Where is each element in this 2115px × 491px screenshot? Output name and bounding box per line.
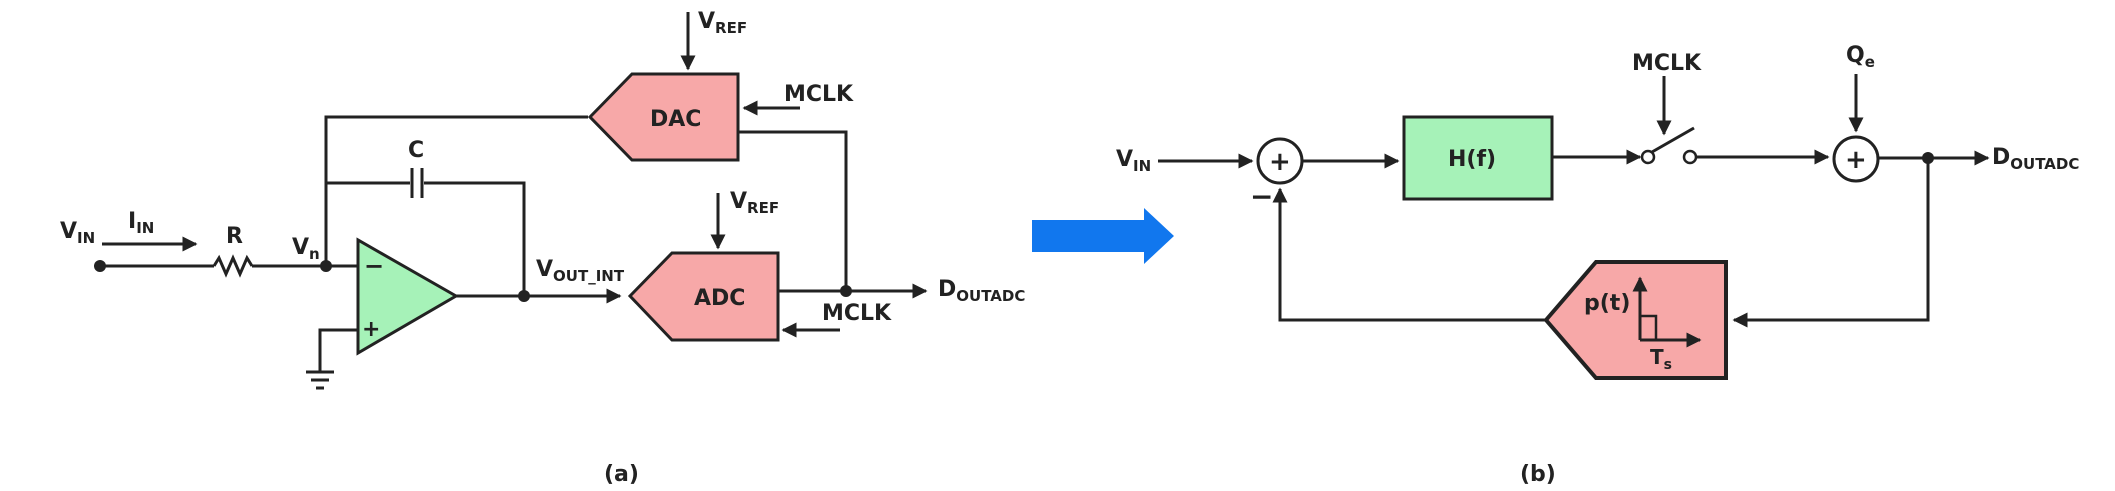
adc-block bbox=[627, 251, 780, 342]
dout-label: DOUTADC bbox=[938, 277, 1025, 305]
pt-pulse bbox=[1640, 314, 1658, 340]
transform-arrow bbox=[1032, 208, 1174, 264]
switch-contact-right bbox=[1682, 149, 1698, 165]
summer-2-sign: + bbox=[1845, 145, 1867, 175]
switch-arm bbox=[1651, 126, 1695, 154]
adc-label: ADC bbox=[694, 286, 745, 311]
wire-dac-feedback bbox=[324, 115, 588, 266]
mclk-b-label: MCLK bbox=[1632, 51, 1702, 76]
wire-pt-sum1 bbox=[1272, 187, 1546, 322]
opamp-plus-sign: + bbox=[362, 317, 380, 342]
switch-contact-left bbox=[1640, 149, 1656, 165]
summer-1-sign: + bbox=[1269, 147, 1291, 177]
wire-cap-right bbox=[424, 181, 526, 294]
dout-b-label: DOUTADC bbox=[1992, 145, 2079, 173]
wire-dout-dac bbox=[738, 130, 848, 291]
dac-block bbox=[587, 72, 740, 162]
mclk-dac-label: MCLK bbox=[784, 82, 854, 107]
wire-feedback-pt bbox=[1732, 158, 1930, 328]
opamp-triangle bbox=[356, 237, 460, 356]
panel-a: VIN IIN R Vn C − + VOUT_ bbox=[60, 9, 1025, 487]
opamp-minus-sign: − bbox=[364, 252, 384, 280]
dac-label: DAC bbox=[650, 107, 701, 132]
caption-b: (b) bbox=[1520, 462, 1556, 487]
resistor-symbol bbox=[212, 254, 254, 278]
pt-block bbox=[1543, 260, 1728, 380]
vn-label: Vn bbox=[292, 235, 320, 263]
vin-label: VIN bbox=[60, 219, 95, 247]
vref-adc-label: VREF bbox=[730, 189, 779, 217]
iin-label: IIN bbox=[128, 209, 154, 237]
caption-a: (a) bbox=[604, 462, 639, 487]
vout-int-label: VOUT_INT bbox=[536, 257, 625, 285]
summer-1-minus: − bbox=[1250, 180, 1273, 213]
wire-plus-ground bbox=[318, 328, 358, 372]
mclk-adc-label: MCLK bbox=[822, 301, 892, 326]
ts-label: Ts bbox=[1650, 345, 1672, 373]
hf-label: H(f) bbox=[1448, 147, 1496, 172]
vin-b-label: VIN bbox=[1116, 147, 1151, 175]
resistor-label: R bbox=[226, 224, 243, 249]
capacitor-label: C bbox=[408, 138, 424, 163]
vref-dac-label: VREF bbox=[698, 9, 747, 37]
pt-label: p(t) bbox=[1584, 291, 1630, 316]
qe-label: Qe bbox=[1846, 43, 1875, 71]
hf-block bbox=[1402, 115, 1554, 201]
panel-b: VIN + − H(f) MCLK + Qe DOUTADC p bbox=[1116, 43, 2079, 487]
